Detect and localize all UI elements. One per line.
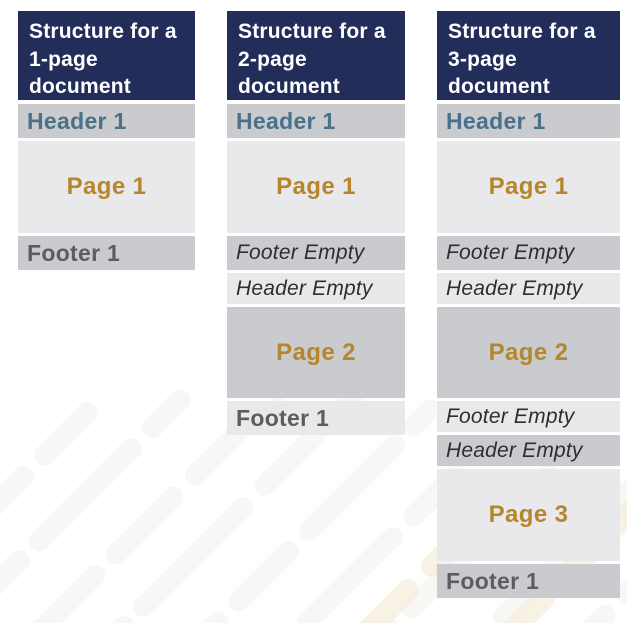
column-3-footer-1-bar: Footer 1: [437, 564, 620, 598]
column-3-header-1-label: Header 1: [446, 107, 546, 134]
column-3-header-empty-1-label: Header Empty: [446, 276, 583, 300]
column-2-footer-empty-label: Footer Empty: [236, 241, 365, 264]
column-2-header-1-bar: Header 1: [227, 104, 405, 138]
column-3-page-3-label: Page 3: [488, 501, 569, 528]
column-1-header-1-bar: Header 1: [18, 104, 195, 138]
column-1-footer-1-bar: Footer 1: [18, 236, 195, 270]
column-2-footer-1-bar: Footer 1: [227, 401, 405, 435]
column-3-footer-empty-2-bar: Footer Empty: [437, 401, 620, 432]
column-3-footer-empty-2-label: Footer Empty: [446, 404, 575, 428]
column-3-page-doc: Structure for a 3-page document Header 1…: [437, 11, 620, 601]
column-2-title: Structure for a 2-page document: [227, 11, 405, 100]
column-3-header-1-bar: Header 1: [437, 104, 620, 138]
column-3-header-empty-2-bar: Header Empty: [437, 435, 620, 466]
column-2-header-empty-label: Header Empty: [236, 276, 373, 300]
column-1-page-1-label: Page 1: [66, 173, 147, 200]
column-2-header-empty-bar: Header Empty: [227, 273, 405, 304]
column-3-footer-1-label: Footer 1: [446, 567, 540, 594]
column-2-page-2-block: Page 2: [227, 307, 405, 398]
column-2-page-1-block: Page 1: [227, 141, 405, 233]
column-3-footer-empty-1-bar: Footer Empty: [437, 236, 620, 270]
column-2-page-doc: Structure for a 2-page document Header 1…: [227, 11, 405, 438]
column-3-page-3-block: Page 3: [437, 469, 620, 561]
column-3-header-empty-1-bar: Header Empty: [437, 273, 620, 304]
column-1-footer-1-label: Footer 1: [27, 239, 121, 266]
column-2-footer-1-label: Footer 1: [236, 404, 330, 431]
column-3-page-1-label: Page 1: [488, 173, 569, 200]
column-2-page-2-label: Page 2: [276, 338, 356, 366]
column-2-footer-empty-bar: Footer Empty: [227, 236, 405, 270]
column-3-footer-empty-1-label: Footer Empty: [446, 241, 575, 264]
column-3-header-empty-2-label: Header Empty: [446, 438, 583, 462]
column-2-page-1-label: Page 1: [276, 173, 356, 200]
column-1-page-1-block: Page 1: [18, 141, 195, 233]
column-2-header-1-label: Header 1: [236, 107, 336, 134]
column-1-page-doc: Structure for a 1-page document Header 1…: [18, 11, 195, 273]
column-3-page-2-block: Page 2: [437, 307, 620, 398]
column-1-header-1-label: Header 1: [27, 107, 127, 134]
column-3-page-2-label: Page 2: [488, 338, 569, 366]
column-3-title: Structure for a 3-page document: [437, 11, 620, 100]
column-3-page-1-block: Page 1: [437, 141, 620, 233]
column-1-title: Structure for a 1-page document: [18, 11, 195, 100]
